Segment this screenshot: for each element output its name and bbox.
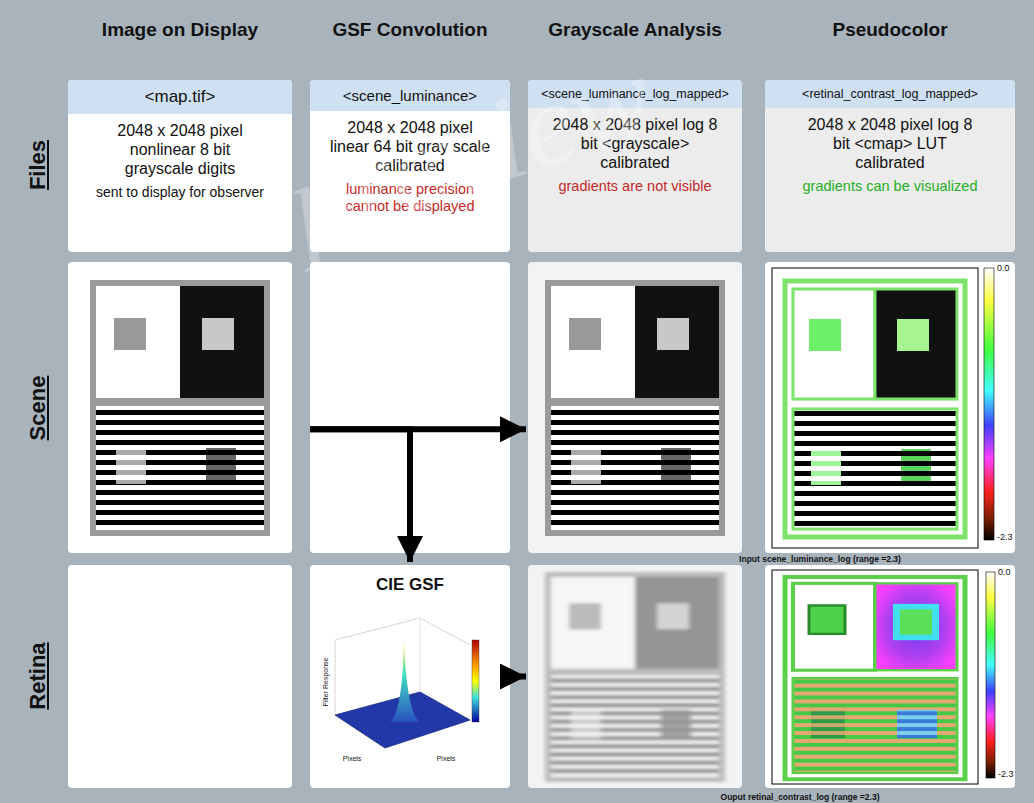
image-panel: CIE GSF <box>310 565 510 788</box>
panel-title: CIE GSF <box>310 575 510 595</box>
flow-arrow <box>510 674 526 680</box>
colorbar-tick: 0.0 <box>997 263 1010 273</box>
file-box: <retinal_contrast_log_mapped> 2048 x 2048… <box>765 80 1015 252</box>
file-description: 2048 x 2048 pixel nonlinear 8 bit graysc… <box>98 122 263 179</box>
file-note: gradients are not visible <box>548 178 723 195</box>
image-panel: 0.0 -2.3 <box>765 262 1015 553</box>
image-panels <box>68 262 1015 788</box>
image-panel <box>310 262 510 553</box>
column-header: GSF Convolution <box>332 19 487 41</box>
gsf-surface-plot <box>335 618 479 748</box>
column-header: Image on Display <box>102 19 258 41</box>
caption: Ouput retinal_contrast_log (range =2.3) <box>721 792 880 802</box>
file-name: <retinal_contrast_log_mapped> <box>765 80 1015 108</box>
colorbar-tick: -2.3 <box>998 769 1014 779</box>
file-note: sent to display for observer <box>93 184 268 201</box>
image-panel: 0.0 -2.3 <box>765 565 1015 788</box>
file-description: 2048 x 2048 pixel linear 64 bit gray sca… <box>328 119 493 176</box>
row-label: Retina <box>25 642 51 709</box>
row-label: Scene <box>25 376 51 441</box>
file-box: <scene_luminance> 2048 x 2048 pixel linea… <box>310 80 510 252</box>
file-note: gradients can be visualized <box>803 178 978 195</box>
caption: Input scene_luminance_log (range =2.3) <box>739 554 901 564</box>
file-description: 2048 x 2048 pixel log 8 bit <cmap> LUT c… <box>808 116 973 173</box>
axis-label: Pixels <box>437 755 456 762</box>
axis-label: Pixels <box>343 755 362 762</box>
retina-pseudocolor-image <box>772 570 995 784</box>
column-header: Pseudocolor <box>832 19 947 41</box>
row-label: Files <box>25 140 51 190</box>
flow-arrow <box>310 429 410 562</box>
file-box: <map.tif> 2048 x 2048 pixel nonlinear 8 b… <box>68 80 292 252</box>
file-name: <map.tif> <box>68 80 292 114</box>
column-header: Grayscale Analysis <box>548 19 722 41</box>
file-description: 2048 x 2048 pixel log 8 bit <grayscale> … <box>553 116 718 173</box>
file-name: <scene_luminance> <box>310 80 510 111</box>
file-box: <scene_luminance_log_mapped> 2048 x 2048 … <box>528 80 742 252</box>
image-panel <box>528 565 742 788</box>
retina-grayscale-image <box>545 572 725 782</box>
image-panel <box>528 262 742 553</box>
axis-label: Filter Response <box>322 657 329 706</box>
file-name: <scene_luminance_log_mapped> <box>528 80 742 108</box>
file-note: luminance precision cannot be displayed <box>323 181 498 215</box>
colorbar-tick: -2.3 <box>997 532 1013 542</box>
colorbar-tick: 0.0 <box>998 567 1011 577</box>
scene-pseudocolor-image <box>772 268 994 548</box>
